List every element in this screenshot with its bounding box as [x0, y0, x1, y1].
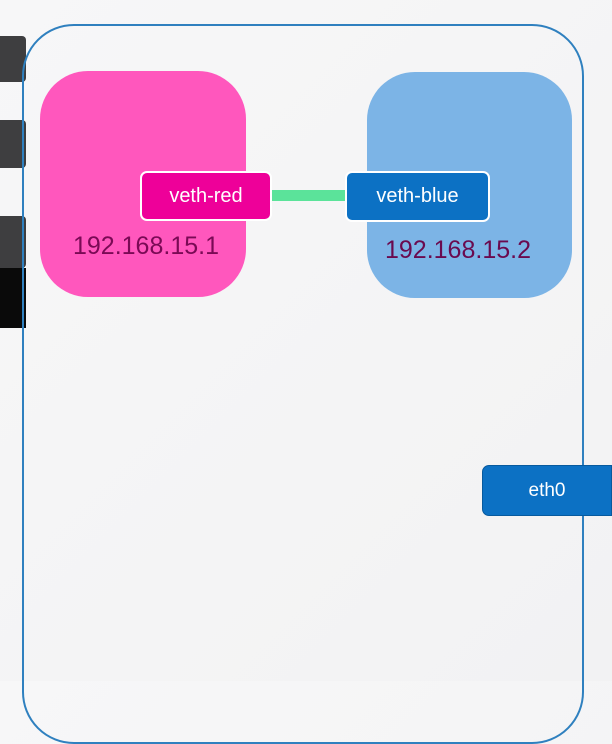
- window-edge-fragment: [0, 36, 26, 82]
- red-namespace-ip: 192.168.15.1: [73, 232, 219, 260]
- veth-blue-interface: veth-blue: [345, 171, 490, 222]
- veth-pipe: [268, 190, 350, 201]
- window-edge-fragment: [0, 120, 26, 168]
- window-edge-fragment: [0, 268, 26, 328]
- host-eth0-interface: eth0: [482, 465, 612, 516]
- window-edge-fragment: [0, 216, 26, 268]
- veth-red-interface: veth-red: [140, 171, 272, 221]
- blue-namespace-ip: 192.168.15.2: [385, 236, 531, 264]
